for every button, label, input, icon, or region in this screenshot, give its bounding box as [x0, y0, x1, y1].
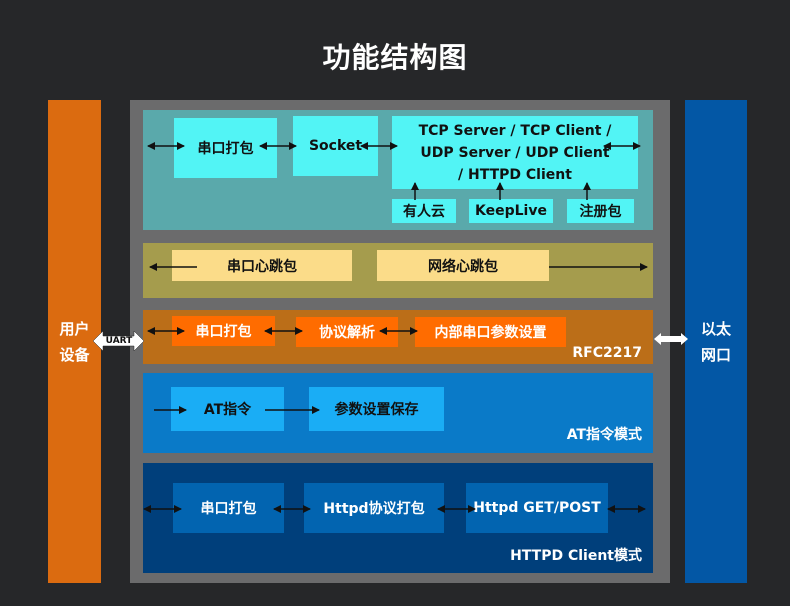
box-register-pack: 注册包: [567, 199, 634, 223]
uart-label: UART: [105, 336, 133, 346]
box-httpd-get-post: Httpd GET/POST: [466, 483, 608, 533]
section-label-at-mode: AT指令模式: [566, 427, 642, 443]
ethernet-double-arrow: [654, 333, 688, 345]
section-label-httpd-mode: HTTPD Client模式: [510, 548, 642, 564]
user-device-label-2: 设备: [59, 345, 90, 364]
box-keeplive: KeepLive: [469, 199, 553, 223]
box-serial-pack: 串口打包: [172, 316, 275, 346]
section-label-rfc2217: RFC2217: [572, 345, 642, 361]
ethernet-port-block: 以太网口: [685, 100, 747, 583]
box-serial-heartbeat: 串口心跳包: [172, 250, 352, 281]
section-rfc2217: 串口打包 协议解析 内部串口参数设置 RFC2217: [143, 310, 653, 364]
box-network-heartbeat: 网络心跳包: [377, 250, 549, 281]
ethernet-label-2: 网口: [700, 345, 731, 364]
box-param-save: 参数设置保存: [309, 387, 444, 431]
section-at-mode: AT指令 参数设置保存 AT指令模式: [143, 373, 653, 453]
box-at-command: AT指令: [171, 387, 284, 431]
protocol-line-2: UDP Server / UDP Client: [420, 144, 610, 161]
box-protocols: TCP Server / TCP Client / UDP Server / U…: [392, 116, 638, 189]
box-serial-param-settings: 内部串口参数设置: [415, 317, 566, 347]
box-httpd-pack: Httpd协议打包: [304, 483, 444, 533]
protocol-line-1: TCP Server / TCP Client /: [418, 122, 612, 139]
box-usr-cloud: 有人云: [392, 199, 456, 223]
user-device-block: 用户设备: [48, 100, 101, 583]
section-heartbeat: 串口心跳包 网络心跳包: [143, 243, 653, 298]
ethernet-label-1: 以太: [700, 319, 731, 338]
box-serial-pack: 串口打包: [173, 483, 284, 533]
section-httpd-mode: 串口打包 Httpd协议打包 Httpd GET/POST HTTPD Clie…: [143, 463, 653, 573]
uart-double-arrow: [92, 330, 145, 352]
protocol-line-3: / HTTPD Client: [458, 166, 572, 183]
user-device-label-1: 用户: [59, 319, 90, 338]
page-title: 功能结构图: [322, 41, 468, 74]
